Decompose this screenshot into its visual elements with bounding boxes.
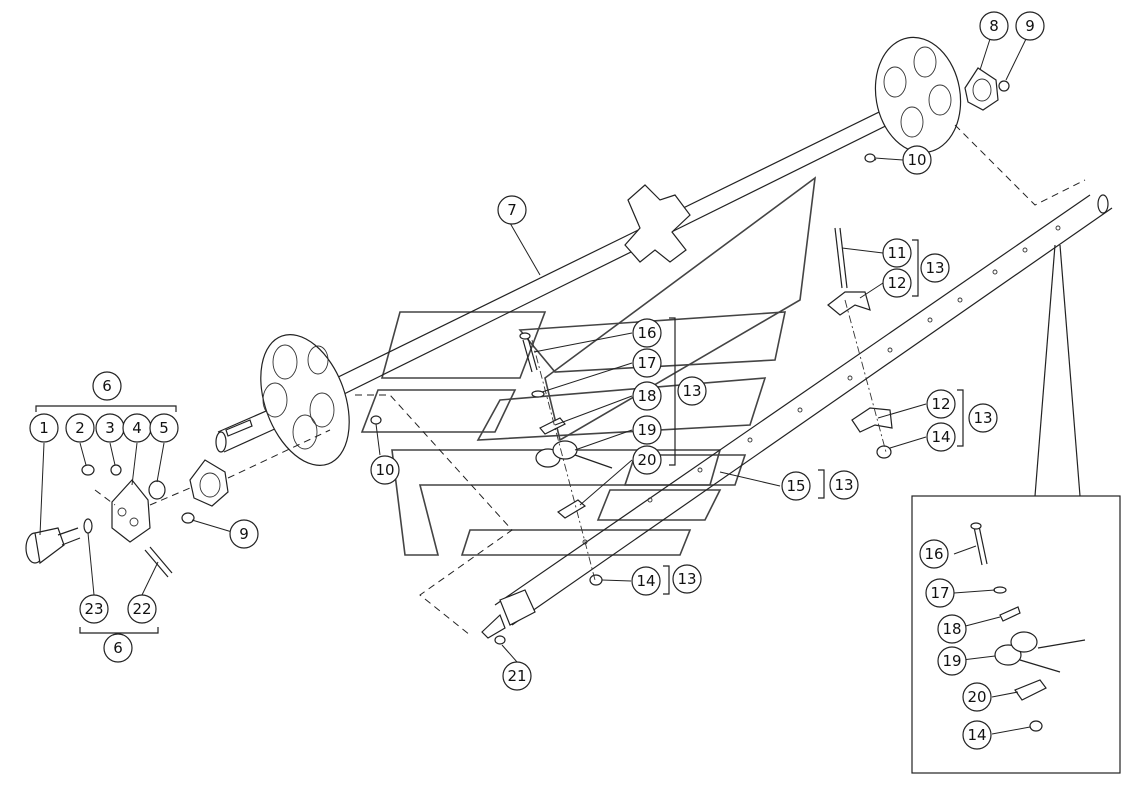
callout-5: 5 (149, 413, 179, 443)
right-disc (874, 36, 962, 154)
svg-text:12: 12 (931, 395, 950, 413)
svg-text:17: 17 (930, 584, 949, 602)
svg-text:7: 7 (507, 201, 517, 219)
callout-4: 4 (122, 413, 152, 443)
callout-23: 23 (79, 594, 109, 624)
svg-text:12: 12 (887, 274, 906, 292)
svg-text:21: 21 (507, 667, 526, 685)
callout-21: 21 (502, 661, 532, 691)
callout-3: 3 (95, 413, 125, 443)
callout-14-inset: 14 (962, 720, 992, 750)
callout-12-mid: 12 (926, 389, 956, 419)
cross-hub (624, 184, 691, 263)
guide-lines (227, 124, 1086, 636)
svg-text:10: 10 (375, 461, 394, 479)
tine-parts-center (519, 332, 613, 586)
callout-19-inset: 19 (937, 646, 967, 676)
callout-8: 8 (979, 11, 1009, 41)
callout-18-center: 18 (632, 381, 662, 411)
callout-2: 2 (65, 413, 95, 443)
svg-text:9: 9 (1025, 17, 1035, 35)
svg-text:14: 14 (931, 428, 950, 446)
watermark-logo (360, 176, 817, 556)
callout-7: 7 (497, 195, 527, 225)
svg-text:13: 13 (682, 382, 701, 400)
svg-text:3: 3 (105, 419, 115, 437)
callout-13-mid-right: 13 (968, 403, 998, 433)
callout-14-right: 14 (926, 422, 956, 452)
svg-text:15: 15 (786, 477, 805, 495)
svg-text:18: 18 (637, 387, 656, 405)
callout-20-center: 20 (632, 445, 662, 475)
callout-22: 22 (127, 594, 157, 624)
group-brackets (35, 239, 964, 634)
svg-text:16: 16 (637, 324, 656, 342)
svg-text:18: 18 (942, 620, 961, 638)
svg-text:14: 14 (636, 572, 655, 590)
svg-text:17: 17 (637, 354, 656, 372)
callout-13-upper-right: 13 (920, 253, 950, 283)
svg-text:6: 6 (113, 639, 123, 657)
callout-10-left: 10 (370, 455, 400, 485)
svg-text:14: 14 (967, 726, 986, 744)
callout-20-inset: 20 (962, 682, 992, 712)
callout-19-center: 19 (632, 415, 662, 445)
callout-9-left: 9 (229, 519, 259, 549)
svg-text:13: 13 (677, 570, 696, 588)
svg-text:13: 13 (834, 476, 853, 494)
callout-1: 1 (29, 413, 59, 443)
tine-parts-right (370, 153, 893, 459)
callout-14-lower: 14 (631, 566, 661, 596)
callout-10-right: 10 (902, 145, 932, 175)
callout-13-tine-group: 13 (677, 376, 707, 406)
svg-text:8: 8 (989, 17, 999, 35)
svg-text:9: 9 (239, 525, 249, 543)
callout-17-center: 17 (632, 348, 662, 378)
callout-16-center: 16 (632, 318, 662, 348)
left-end-assembly (25, 464, 195, 578)
svg-text:11: 11 (887, 244, 906, 262)
callout-18-inset: 18 (937, 614, 967, 644)
callout-13-center: 13 (829, 470, 859, 500)
svg-text:23: 23 (84, 600, 103, 618)
callout-6-bottom: 6 (103, 633, 133, 663)
callout-9-right: 9 (1015, 11, 1045, 41)
bearing-flange-left (189, 459, 229, 507)
svg-text:22: 22 (132, 600, 151, 618)
svg-text:1: 1 (39, 419, 49, 437)
left-disc (260, 334, 350, 466)
callout-15: 15 (781, 471, 811, 501)
svg-text:20: 20 (637, 451, 656, 469)
svg-text:13: 13 (973, 409, 992, 427)
callout-17-inset: 17 (925, 578, 955, 608)
callout-12-top: 12 (882, 268, 912, 298)
leader-lines (39, 38, 1031, 735)
callout-13-lower: 13 (672, 564, 702, 594)
svg-text:6: 6 (102, 377, 112, 395)
bearing-right (964, 67, 1010, 111)
detail-inset (911, 244, 1121, 774)
svg-text:19: 19 (637, 421, 656, 439)
svg-text:4: 4 (132, 419, 142, 437)
svg-text:2: 2 (75, 419, 85, 437)
tine-tube (481, 194, 1113, 645)
callout-16-inset: 16 (919, 539, 949, 569)
svg-text:10: 10 (907, 151, 926, 169)
svg-text:13: 13 (925, 259, 944, 277)
callout-11: 11 (882, 238, 912, 268)
svg-text:19: 19 (942, 652, 961, 670)
svg-text:20: 20 (967, 688, 986, 706)
svg-text:5: 5 (159, 419, 169, 437)
callout-6-top: 6 (92, 371, 122, 401)
svg-text:16: 16 (924, 545, 943, 563)
